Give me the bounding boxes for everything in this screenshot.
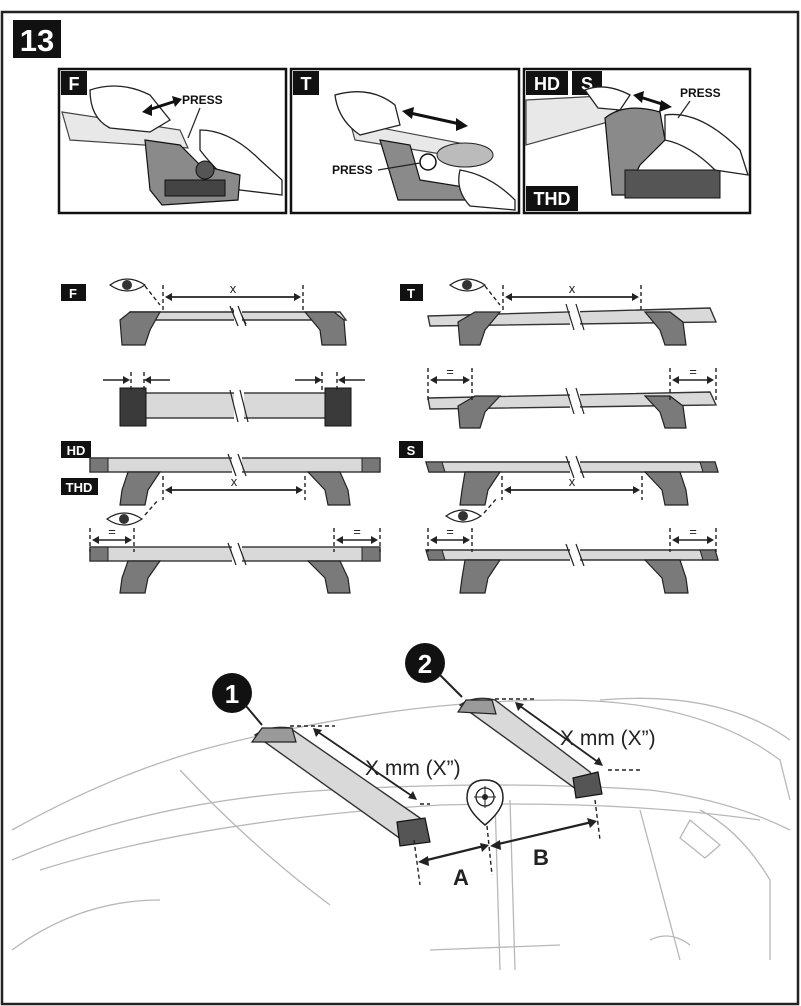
panel-thd-label: THD	[534, 189, 571, 209]
panel-hd-label: HD	[534, 74, 560, 94]
press-label-t: PRESS	[332, 163, 373, 177]
roof-bar-2: 2 X mm (X”)	[405, 643, 656, 799]
slide-arrow	[402, 107, 468, 131]
press-label-hd: PRESS	[680, 86, 721, 100]
roof-bar-1: 1 X mm (X”)	[212, 673, 461, 847]
section-hd-thd: HD THD x = =	[61, 441, 381, 594]
section-t: T x = =	[400, 278, 718, 429]
dimension-x-s: x	[569, 474, 576, 489]
marker-1-text: 1	[225, 679, 239, 709]
panel-f: F PRESS	[57, 67, 288, 215]
panel-t-label: T	[301, 74, 312, 94]
panel-hd-s-thd: HD S THD PRESS	[522, 67, 752, 215]
eye-icon	[444, 497, 498, 523]
hand-illustration	[89, 85, 171, 133]
hand-illustration	[664, 113, 749, 176]
step-number-badge: 13	[13, 20, 61, 58]
press-label-f: PRESS	[182, 93, 223, 107]
section-thd-label: THD	[66, 480, 93, 495]
section-f-label: F	[69, 286, 77, 301]
section-t-label: T	[407, 286, 415, 301]
eye-icon	[448, 278, 501, 306]
section-s: S x = =	[399, 441, 719, 594]
slide-arrow	[142, 96, 182, 116]
eye-icon	[105, 499, 159, 526]
slide-arrow	[633, 91, 672, 112]
step-number: 13	[20, 23, 54, 58]
equal-mark-t-left: =	[446, 364, 454, 379]
car-illustration	[11, 697, 791, 971]
dimension-x-t: x	[569, 281, 576, 296]
panel-t: T PRESS	[289, 67, 521, 215]
clearance-arrows	[103, 372, 365, 392]
dimension-x-f: x	[230, 281, 237, 296]
marker-2-text: 2	[418, 649, 432, 679]
hand-illustration	[334, 91, 401, 136]
distance-a-label: A	[453, 865, 469, 890]
section-f: F x	[61, 278, 365, 427]
section-s-label: S	[407, 443, 416, 458]
section-hd-label: HD	[67, 443, 86, 458]
equal-mark-s-left: =	[446, 524, 454, 539]
location-pin-icon	[466, 779, 504, 826]
marker-1	[212, 673, 252, 713]
equal-mark-hd-left: =	[108, 524, 116, 539]
panel-f-label: F	[69, 74, 80, 94]
marker-2	[405, 643, 445, 683]
eye-icon	[108, 278, 161, 306]
dimension-x-hd: x	[231, 474, 238, 489]
equal-mark-s-right: =	[689, 524, 697, 539]
measure-label-1: X mm (X”)	[365, 757, 461, 780]
distance-markers: A B	[413, 799, 601, 890]
distance-b-label: B	[533, 845, 549, 870]
equal-mark-hd-right: =	[353, 524, 361, 539]
measure-label-2: X mm (X”)	[560, 727, 656, 750]
page-border	[0, 10, 800, 1006]
equal-mark-t-right: =	[689, 364, 697, 379]
